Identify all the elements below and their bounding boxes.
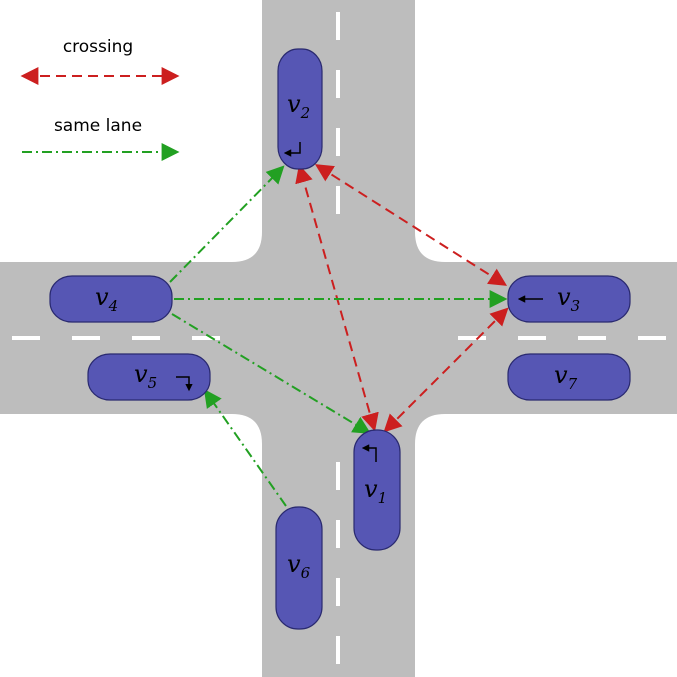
vehicle-v5: v5 — [87, 353, 211, 401]
vehicle-v6-letter: v — [287, 550, 301, 578]
vehicle-v1-sub: 1 — [378, 489, 388, 507]
corner-fill — [232, 232, 262, 262]
vehicle-v4: v4 — [49, 275, 173, 323]
svg-text:v5: v5 — [134, 360, 157, 392]
svg-text:v4: v4 — [95, 283, 118, 315]
vehicle-v4-sub: 4 — [108, 297, 119, 315]
vehicle-v2-letter: v — [287, 90, 301, 118]
vehicle-v6: v6 — [275, 506, 323, 630]
legend: crossing same lane — [20, 37, 180, 161]
vehicle-v2: v2 — [277, 48, 323, 170]
vehicles: v2 v4 v3 v5 v7 v1 — [49, 48, 631, 630]
corner-fill — [232, 414, 262, 444]
corner-fill — [415, 414, 445, 444]
vehicle-v3-letter: v — [557, 283, 571, 311]
same-lane-arrow-v4-v2 — [169, 165, 285, 283]
legend-crossing-label: crossing — [63, 37, 133, 57]
vehicle-v3: v3 — [507, 275, 631, 323]
vehicle-v7-sub: 7 — [568, 375, 578, 393]
right-turn-icon — [283, 142, 301, 157]
vehicle-v1: v1 — [353, 429, 401, 551]
right-turn-icon — [176, 376, 193, 392]
left-turn-icon — [361, 444, 377, 462]
vehicle-v2-sub: 2 — [300, 104, 311, 122]
vehicle-v6-sub: 6 — [301, 564, 311, 582]
vehicle-v1-letter: v — [364, 475, 378, 503]
vehicle-v4-letter: v — [95, 283, 109, 311]
svg-text:v2: v2 — [287, 90, 310, 122]
relations — [169, 164, 509, 507]
legend-same-lane-label: same lane — [54, 116, 142, 136]
vehicle-v7: v7 — [507, 353, 631, 401]
same-lane-arrow-v6-v5 — [203, 389, 287, 507]
svg-text:v3: v3 — [557, 283, 580, 315]
svg-text:v1: v1 — [364, 475, 387, 507]
crossing-arrow-v2-v3 — [314, 164, 508, 286]
vehicle-v3-sub: 3 — [571, 297, 581, 315]
crossing-arrow-v1-v3 — [383, 307, 509, 433]
svg-text:v6: v6 — [287, 550, 311, 582]
vehicle-v5-sub: 5 — [148, 374, 158, 392]
same-lane-arrow-v4-v1 — [171, 313, 372, 434]
svg-text:v7: v7 — [554, 361, 578, 393]
vehicle-v5-letter: v — [134, 360, 148, 388]
vehicle-v7-letter: v — [554, 361, 568, 389]
